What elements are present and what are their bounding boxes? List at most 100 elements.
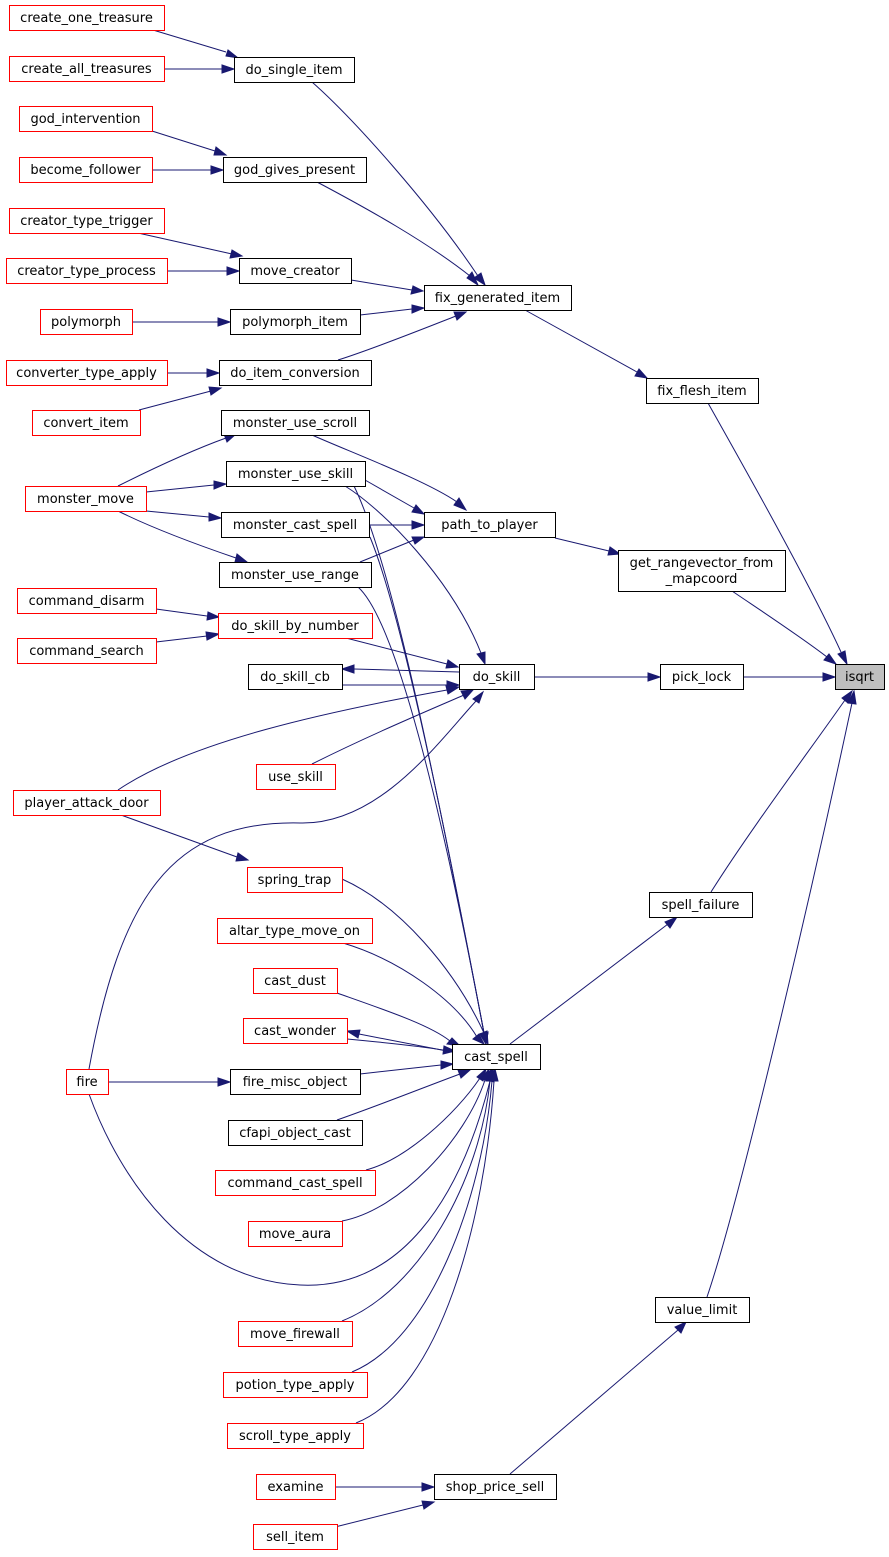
node-monster-move[interactable]: monster_move xyxy=(25,486,147,512)
node-box xyxy=(9,208,165,234)
edge-monster_use_range-to-cast_spell xyxy=(357,586,489,1046)
edge-line xyxy=(336,992,451,1042)
node-do-single-item[interactable]: do_single_item xyxy=(234,57,355,83)
node-cfapi-object-cast[interactable]: cfapi_object_cast xyxy=(228,1120,363,1146)
edge-line xyxy=(353,668,460,673)
node-command-cast-spell[interactable]: command_cast_spell xyxy=(215,1170,376,1196)
node-fire[interactable]: fire xyxy=(66,1069,109,1095)
node-pick-lock[interactable]: pick_lock xyxy=(660,664,744,690)
edge-line xyxy=(350,279,413,291)
node-box xyxy=(6,360,168,386)
edge-line xyxy=(334,1504,424,1528)
node-box xyxy=(234,57,355,83)
node-god-intervention[interactable]: god_intervention xyxy=(19,106,153,132)
edge-command_cast_spell-to-cast_spell xyxy=(365,1067,487,1171)
edge-line xyxy=(731,590,828,658)
edge-do_item_conversion-to-fix_generated_item xyxy=(337,311,468,361)
edge-arrowhead xyxy=(210,165,225,175)
node-command-disarm[interactable]: command_disarm xyxy=(17,588,157,614)
edge-spell_failure-to-isqrt xyxy=(710,689,853,893)
node-label: _mapcoord xyxy=(665,572,738,587)
edge-line xyxy=(364,479,415,509)
node-examine[interactable]: examine xyxy=(256,1474,336,1500)
edge-line xyxy=(509,923,669,1045)
edge-arrowhead xyxy=(411,504,426,515)
node-move-firewall[interactable]: move_firewall xyxy=(238,1321,353,1347)
node-isqrt[interactable]: isqrt xyxy=(835,664,885,690)
edge-line xyxy=(88,1080,491,1286)
node-monster-cast-spell[interactable]: monster_cast_spell xyxy=(221,512,370,538)
node-fire-misc-object[interactable]: fire_misc_object xyxy=(230,1069,361,1095)
edge-polymorph_item-to-fix_generated_item xyxy=(359,304,426,316)
node-label: do_single_item xyxy=(245,63,342,78)
node-fix-generated-item[interactable]: fix_generated_item xyxy=(424,285,572,311)
edge-arrowhead xyxy=(213,480,228,490)
edge-arrowhead xyxy=(453,497,468,512)
node-polymorph-item[interactable]: polymorph_item xyxy=(230,309,361,335)
node-shop-price-sell[interactable]: shop_price_sell xyxy=(434,1474,557,1500)
edge-line xyxy=(138,390,212,411)
node-creator-type-trigger[interactable]: creator_type_trigger xyxy=(9,208,165,234)
node-cast-spell[interactable]: cast_spell xyxy=(452,1044,541,1070)
node-convert-item[interactable]: convert_item xyxy=(32,410,141,436)
node-create-one-treasure[interactable]: create_one_treasure xyxy=(9,5,165,31)
edge-arrowhead xyxy=(234,553,249,563)
node-fix-flesh-item[interactable]: fix_flesh_item xyxy=(646,378,759,404)
node-label: sell_item xyxy=(266,1530,324,1545)
node-box xyxy=(219,562,372,588)
node-box xyxy=(660,664,744,690)
edge-line xyxy=(706,702,853,1298)
node-polymorph[interactable]: polymorph xyxy=(40,309,133,335)
edge-monster_move-to-monster_use_scroll xyxy=(117,433,238,487)
node-path-to-player[interactable]: path_to_player xyxy=(424,512,556,538)
node-sell-item[interactable]: sell_item xyxy=(253,1524,338,1550)
node-monster-use-scroll[interactable]: monster_use_scroll xyxy=(221,410,370,436)
node-label: value_limit xyxy=(667,1303,738,1318)
edge-arrowhead xyxy=(674,1320,688,1334)
node-creator-type-process[interactable]: creator_type_process xyxy=(6,258,168,284)
edge-altar_type_move_on-to-cast_spell xyxy=(342,942,486,1046)
edge-arrowhead xyxy=(647,672,662,682)
edge-arrowhead xyxy=(472,1033,486,1046)
node-box xyxy=(655,1297,750,1323)
node-monster-use-range[interactable]: monster_use_range xyxy=(219,562,372,588)
node-potion-type-apply[interactable]: potion_type_apply xyxy=(223,1372,368,1398)
node-box xyxy=(66,1069,109,1095)
node-god-gives-present[interactable]: god_gives_present xyxy=(223,157,367,183)
node-label: player_attack_door xyxy=(24,796,149,811)
node-box xyxy=(238,1321,353,1347)
node-command-search[interactable]: command_search xyxy=(17,638,157,664)
node-label: creator_type_trigger xyxy=(20,214,153,229)
node-label: polymorph_item xyxy=(242,315,348,330)
edge-get_rangevector_from_mapcoord-to-isqrt xyxy=(731,590,838,665)
node-box xyxy=(228,1120,363,1146)
node-box xyxy=(219,360,372,386)
edge-command_disarm-to-do_skill_by_number xyxy=(155,608,221,621)
node-converter-type-apply[interactable]: converter_type_apply xyxy=(6,360,168,386)
node-player-attack-door[interactable]: player_attack_door xyxy=(13,790,161,816)
edge-move_creator-to-fix_generated_item xyxy=(350,279,425,295)
node-create-all-treasures[interactable]: create_all_treasures xyxy=(9,56,165,82)
node-move-creator[interactable]: move_creator xyxy=(239,258,352,284)
node-get-rangevector-from-mapcoord[interactable]: get_rangevector_from_mapcoord xyxy=(618,550,786,592)
node-cast-dust[interactable]: cast_dust xyxy=(253,968,338,994)
node-move-aura[interactable]: move_aura xyxy=(248,1221,343,1247)
node-use-skill[interactable]: use_skill xyxy=(256,764,336,790)
node-become-follower[interactable]: become_follower xyxy=(19,157,153,183)
node-do-skill[interactable]: do_skill xyxy=(459,664,535,690)
node-scroll-type-apply[interactable]: scroll_type_apply xyxy=(227,1423,364,1449)
node-cast-wonder[interactable]: cast_wonder xyxy=(243,1018,348,1044)
node-label: isqrt xyxy=(845,670,874,685)
node-spring-trap[interactable]: spring_trap xyxy=(247,867,343,893)
node-label: use_skill xyxy=(268,770,323,785)
node-value-limit[interactable]: value_limit xyxy=(655,1297,750,1323)
edge-command_search-to-do_skill_by_number xyxy=(155,631,221,643)
node-label: do_skill_cb xyxy=(260,670,330,685)
node-monster-use-skill[interactable]: monster_use_skill xyxy=(226,461,366,487)
node-do-item-conversion[interactable]: do_item_conversion xyxy=(219,360,372,386)
node-do-skill-by-number[interactable]: do_skill_by_number xyxy=(218,613,373,639)
node-altar-type-move-on[interactable]: altar_type_move_on xyxy=(217,918,373,944)
node-spell-failure[interactable]: spell_failure xyxy=(649,892,753,918)
node-do-skill-cb[interactable]: do_skill_cb xyxy=(248,664,343,690)
node-label: god_intervention xyxy=(30,112,140,127)
